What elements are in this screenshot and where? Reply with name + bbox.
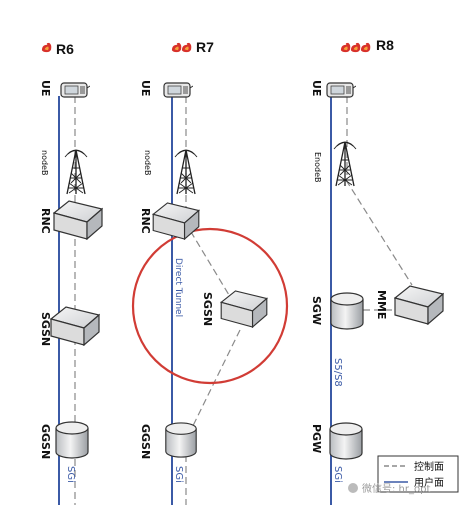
tower-icon — [333, 141, 357, 187]
ue-label: UE — [310, 80, 323, 96]
base-station-label: nodeB — [143, 150, 152, 175]
release-r8: R8 UE EnodeB SGW MME S5/S8 PGW SGi — [310, 37, 444, 505]
ue-label: UE — [39, 80, 52, 96]
phone-icon — [60, 82, 90, 98]
phone-icon — [326, 82, 356, 98]
mme-box-icon — [394, 285, 444, 325]
legend-control-label: 控制面 — [414, 460, 444, 473]
legend-box — [377, 455, 459, 493]
sgi-label: SGi — [173, 466, 184, 483]
tower-icon — [64, 149, 88, 195]
interface-label-bg — [333, 464, 345, 488]
pgw-label: PGW — [310, 424, 323, 453]
sgsn-label: SGSN — [201, 292, 214, 326]
s5s8-label: S5/S8 — [332, 358, 343, 387]
watermark-text: 微信号: hr_opt — [362, 482, 430, 495]
direct-tunnel-highlight-circle — [131, 227, 289, 385]
legend: 控制面 用户面 — [377, 455, 459, 493]
flame-icon — [171, 42, 192, 53]
tower-icon — [174, 149, 198, 195]
phone-icon — [163, 82, 193, 98]
legend-user-label: 用户面 — [414, 476, 444, 489]
release-r7: R7 UE nodeB RNC Direct Tunnel SGSN GGSN … — [131, 39, 289, 505]
rnc-box-icon — [53, 200, 103, 240]
sgw-cylinder-icon — [330, 292, 364, 330]
control-plane-link — [184, 221, 233, 301]
watermark: 微信号: hr_opt — [348, 482, 430, 495]
release-title: R8 — [376, 37, 394, 53]
release-title: R6 — [56, 41, 74, 57]
base-station-label: nodeB — [40, 150, 49, 175]
pgw-cylinder-icon — [329, 422, 363, 460]
rnc-label: RNC — [139, 208, 152, 234]
ue-label: UE — [139, 80, 152, 96]
sgsn-label: SGSN — [39, 312, 52, 346]
base-station-label: EnodeB — [313, 152, 322, 183]
control-plane-link — [185, 329, 241, 441]
sgsn-box-icon — [220, 290, 268, 328]
ggsn-cylinder-icon — [55, 421, 89, 459]
direct-tunnel-label: Direct Tunnel — [173, 258, 183, 317]
wechat-icon — [348, 483, 358, 493]
release-title: R7 — [196, 39, 214, 55]
ggsn-label: GGSN — [139, 424, 152, 459]
sgw-label: SGW — [310, 296, 323, 325]
flame-icon — [340, 42, 371, 53]
ggsn-label: GGSN — [39, 424, 52, 459]
rnc-label: RNC — [39, 208, 52, 234]
ggsn-cylinder-icon — [165, 422, 197, 458]
sgi-label: SGi — [65, 466, 76, 483]
release-r6: R6 UE nodeB RNC SGSN GGSN SGi — [39, 41, 103, 505]
sgi-label: SGi — [332, 466, 343, 483]
flame-icon — [41, 42, 52, 53]
control-plane-link — [345, 179, 413, 286]
mme-label: MME — [375, 290, 388, 319]
interface-label-bg — [333, 356, 345, 392]
